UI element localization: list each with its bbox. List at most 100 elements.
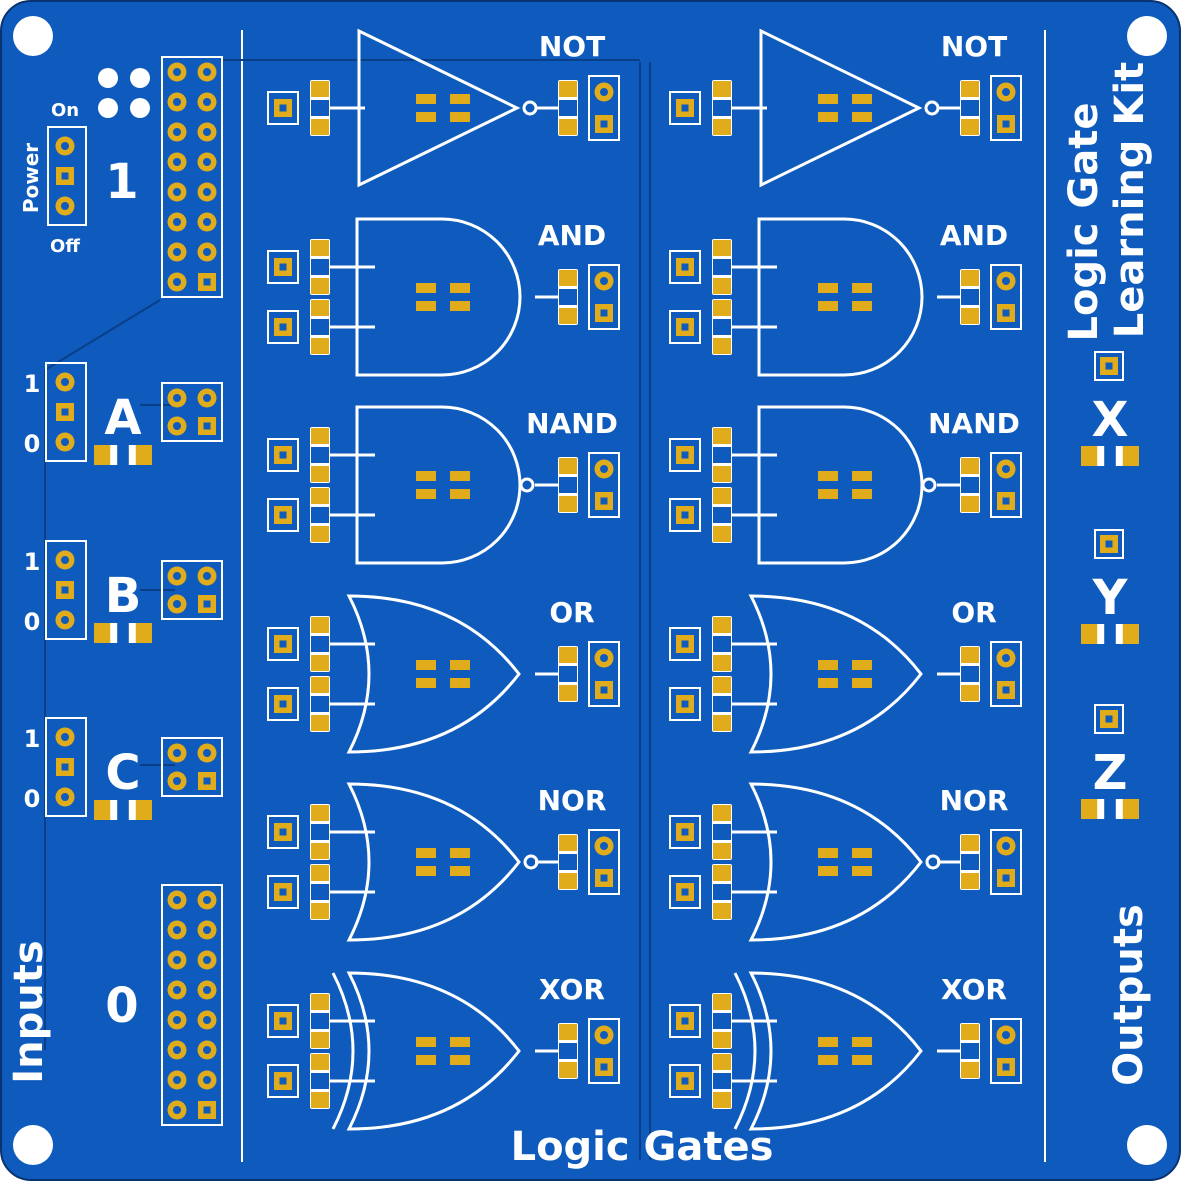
gate-input-pin[interactable]	[676, 506, 694, 524]
gate-input-pin[interactable]	[274, 258, 292, 276]
gate-input-pin[interactable]	[676, 1012, 694, 1030]
jumper-pin[interactable]	[198, 417, 216, 435]
header-pin[interactable]	[198, 273, 216, 291]
jumper-pin[interactable]	[198, 595, 216, 613]
switch-pin[interactable]	[55, 727, 75, 747]
gate-output-pin[interactable]	[996, 271, 1016, 291]
jumper-pin[interactable]	[197, 566, 217, 586]
jumper-pin[interactable]	[167, 416, 187, 436]
header-pin[interactable]	[197, 1070, 217, 1090]
gate-input-pin[interactable]	[676, 635, 694, 653]
header-pin[interactable]	[197, 182, 217, 202]
jumper-pin[interactable]	[167, 388, 187, 408]
gate-input-pin[interactable]	[676, 318, 694, 336]
jumper-pin[interactable]	[198, 772, 216, 790]
output-pin[interactable]	[1100, 535, 1118, 553]
gate-input-pin[interactable]	[274, 635, 292, 653]
output-y[interactable]: Y	[1081, 529, 1139, 644]
gate-input-pin[interactable]	[676, 446, 694, 464]
gate-output-pin[interactable]	[595, 115, 613, 133]
gate-output-pin[interactable]	[594, 82, 614, 102]
gate-output-pin[interactable]	[996, 1025, 1016, 1045]
header-pin[interactable]	[197, 152, 217, 172]
gate-output-pin[interactable]	[594, 648, 614, 668]
gate-output-pin[interactable]	[594, 459, 614, 479]
gate-input-pin[interactable]	[676, 99, 694, 117]
gate-output-pin[interactable]	[595, 492, 613, 510]
gate-output-pin[interactable]	[595, 869, 613, 887]
header-pin[interactable]	[197, 242, 217, 262]
jumper-pin[interactable]	[167, 594, 187, 614]
gate-output-pin[interactable]	[997, 492, 1015, 510]
gate-output-pin[interactable]	[997, 681, 1015, 699]
gate-output-pin[interactable]	[595, 304, 613, 322]
header-pin[interactable]	[167, 272, 187, 292]
gate-output-pin[interactable]	[997, 115, 1015, 133]
header-pin[interactable]	[197, 122, 217, 142]
header-pin[interactable]	[167, 92, 187, 112]
header-pin[interactable]	[197, 890, 217, 910]
power-switch[interactable]: On Power Off	[19, 100, 87, 257]
gate-output-pin[interactable]	[594, 1025, 614, 1045]
gate-input-pin[interactable]	[676, 823, 694, 841]
header-pin[interactable]	[167, 62, 187, 82]
header-pin[interactable]	[167, 212, 187, 232]
header-pin[interactable]	[167, 950, 187, 970]
header-pin[interactable]	[167, 1070, 187, 1090]
gate-output-pin[interactable]	[594, 271, 614, 291]
header-pin[interactable]	[167, 1100, 187, 1120]
gate-output-pin[interactable]	[997, 869, 1015, 887]
gate-output-pin[interactable]	[996, 459, 1016, 479]
gate-input-pin[interactable]	[676, 883, 694, 901]
output-pin[interactable]	[1100, 357, 1118, 375]
header-pin[interactable]	[197, 92, 217, 112]
header-pin[interactable]	[167, 242, 187, 262]
jumper-pin[interactable]	[197, 388, 217, 408]
header-pin[interactable]	[167, 122, 187, 142]
output-z[interactable]: Z	[1081, 704, 1139, 819]
high-header[interactable]: 1	[105, 56, 223, 298]
header-pin[interactable]	[197, 980, 217, 1000]
switch-pin[interactable]	[55, 432, 75, 452]
gate-output-pin[interactable]	[996, 82, 1016, 102]
gate-input-pin[interactable]	[274, 99, 292, 117]
gate-input-pin[interactable]	[274, 883, 292, 901]
jumper-pin[interactable]	[197, 743, 217, 763]
header-pin[interactable]	[167, 152, 187, 172]
low-header[interactable]: 0	[105, 884, 223, 1126]
gate-input-pin[interactable]	[274, 446, 292, 464]
switch-pin[interactable]	[56, 758, 74, 776]
gate-output-pin[interactable]	[997, 304, 1015, 322]
output-pin[interactable]	[1100, 710, 1118, 728]
gate-input-pin[interactable]	[274, 1072, 292, 1090]
header-pin[interactable]	[197, 950, 217, 970]
header-pin[interactable]	[167, 182, 187, 202]
gate-input-pin[interactable]	[676, 1072, 694, 1090]
header-pin[interactable]	[197, 212, 217, 232]
jumper-pin[interactable]	[167, 743, 187, 763]
gate-input-pin[interactable]	[274, 823, 292, 841]
header-pin[interactable]	[198, 1101, 216, 1119]
switch-pin[interactable]	[55, 610, 75, 630]
header-pin[interactable]	[197, 1010, 217, 1030]
gate-input-pin[interactable]	[676, 258, 694, 276]
gate-input-pin[interactable]	[274, 1012, 292, 1030]
header-pin[interactable]	[197, 62, 217, 82]
gate-output-pin[interactable]	[594, 836, 614, 856]
output-x[interactable]: X	[1081, 351, 1139, 466]
header-pin[interactable]	[197, 920, 217, 940]
jumper-pin[interactable]	[167, 771, 187, 791]
header-pin[interactable]	[167, 890, 187, 910]
gate-output-pin[interactable]	[997, 1058, 1015, 1076]
jumper-pin[interactable]	[167, 566, 187, 586]
gate-output-pin[interactable]	[595, 681, 613, 699]
header-pin[interactable]	[167, 980, 187, 1000]
switch-pin[interactable]	[55, 550, 75, 570]
gate-output-pin[interactable]	[595, 1058, 613, 1076]
switch-pin[interactable]	[56, 581, 74, 599]
gate-input-pin[interactable]	[274, 506, 292, 524]
gate-input-pin[interactable]	[676, 695, 694, 713]
switch-pin[interactable]	[55, 787, 75, 807]
